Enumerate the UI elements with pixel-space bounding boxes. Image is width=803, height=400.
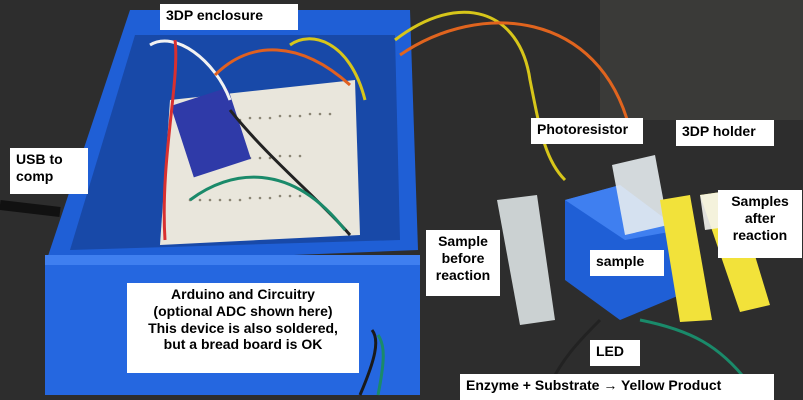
- label-usb: USB to comp: [10, 148, 88, 194]
- cuvette-before: [497, 195, 555, 325]
- label-arduino: Arduino and Circuitry (optional ADC show…: [127, 283, 359, 373]
- background-wall: [600, 0, 803, 120]
- label-holder: 3DP holder: [676, 120, 774, 146]
- cuvette-in-holder: [612, 155, 668, 235]
- label-sample: sample: [590, 250, 664, 276]
- label-reaction: Enzyme + Substrate → Yellow Product: [460, 374, 774, 400]
- usb-cable: [0, 200, 61, 217]
- internal-wires: [149, 37, 367, 241]
- label-photoresistor: Photoresistor: [531, 118, 643, 144]
- label-enclosure: 3DP enclosure: [160, 4, 298, 30]
- label-sample-before: Sample before reaction: [426, 230, 500, 296]
- label-samples-after: Samples after reaction: [718, 190, 802, 258]
- label-led: LED: [590, 340, 640, 366]
